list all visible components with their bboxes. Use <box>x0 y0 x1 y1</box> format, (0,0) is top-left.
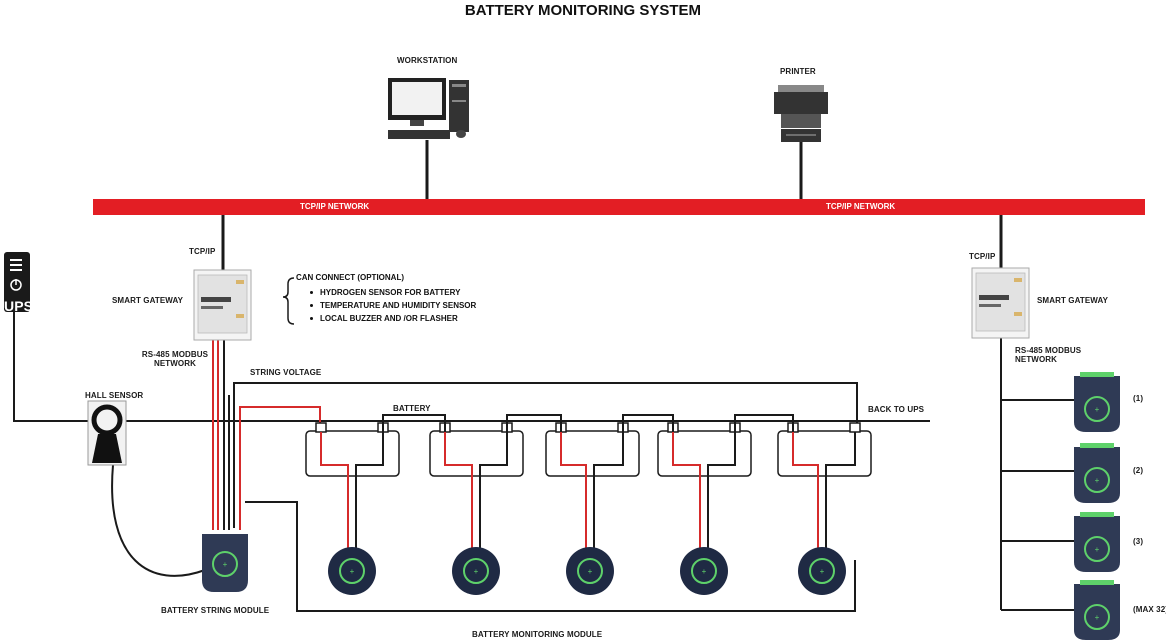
module-number-1: (1) <box>1133 394 1144 403</box>
battery-module-wires <box>320 414 856 548</box>
optional-connections: CAN CONNECT (OPTIONAL) HYDROGEN SENSOR F… <box>296 273 476 327</box>
workstation-label: WORKSTATION <box>397 56 458 65</box>
network-label-left: TCP/IP NETWORK <box>300 202 370 211</box>
hall-sensor-cable <box>111 464 206 577</box>
battery-string-module: + <box>202 534 248 592</box>
hall-sensor <box>87 400 127 466</box>
workstation-icon <box>388 78 469 139</box>
monitoring-module-3: + <box>566 547 614 595</box>
monitoring-module-1: + <box>328 547 376 595</box>
monitoring-module-5: + <box>798 547 846 595</box>
battery-group <box>305 422 872 477</box>
battery-label: BATTERY <box>393 404 431 413</box>
right-modbus-bus <box>1000 338 1075 611</box>
option-item: HYDROGEN SENSOR FOR BATTERY <box>309 288 476 297</box>
battery-3 <box>545 422 640 477</box>
monitoring-module-4: + <box>680 547 728 595</box>
string-voltage-label: STRING VOLTAGE <box>250 368 322 377</box>
monitoring-module-2: + <box>452 547 500 595</box>
svg-text:+: + <box>223 560 228 569</box>
right-modules: + + + + <box>1074 372 1120 640</box>
right-module-3: + <box>1074 512 1120 572</box>
svg-text:+: + <box>1095 613 1100 622</box>
right-gateway-tcp-label: TCP/IP <box>969 252 996 261</box>
module-number-3: (3) <box>1133 537 1144 546</box>
modbus-wire <box>212 340 321 530</box>
left-gateway-device <box>193 269 252 341</box>
right-modbus-label: RS-485 MODBUS NETWORK <box>1015 346 1081 364</box>
left-gateway-tcp-label: TCP/IP <box>189 247 216 256</box>
battery-2 <box>429 422 524 477</box>
right-module-2: + <box>1074 443 1120 503</box>
ups-icon <box>4 252 30 312</box>
back-to-ups-label: BACK TO UPS <box>868 405 925 414</box>
options-brace <box>282 277 295 325</box>
svg-text:+: + <box>1095 476 1100 485</box>
options-title: CAN CONNECT (OPTIONAL) <box>296 273 404 282</box>
right-modbus-line1: RS-485 MODBUS <box>1015 346 1082 355</box>
monitoring-bus <box>245 501 856 612</box>
left-gateway-name: SMART GATEWAY <box>112 296 184 305</box>
svg-text:+: + <box>1095 545 1100 554</box>
left-modbus-line1: RS-485 MODBUS <box>141 350 209 359</box>
svg-text:+: + <box>820 567 825 576</box>
option-item: TEMPERATURE AND HUMIDITY SENSOR <box>309 301 477 310</box>
tcp-ip-network-bar: TCP/IP NETWORK TCP/IP NETWORK <box>93 199 1145 215</box>
svg-text:+: + <box>1095 405 1100 414</box>
svg-text:+: + <box>474 567 479 576</box>
module-number-max: (MAX 32) <box>1133 605 1166 614</box>
hall-sensor-label: HALL SENSOR <box>85 391 144 400</box>
battery-5 <box>777 422 872 477</box>
battery-1 <box>305 422 400 477</box>
printer-icon <box>774 85 828 142</box>
ups-label: UPS <box>4 298 34 314</box>
svg-text:+: + <box>588 567 593 576</box>
svg-text:+: + <box>350 567 355 576</box>
left-modbus-label: RS-485 MODBUS NETWORK <box>140 350 210 368</box>
printer-label: PRINTER <box>780 67 816 76</box>
option-item: LOCAL BUZZER AND /OR FLASHER <box>309 314 476 323</box>
page-title: BATTERY MONITORING SYSTEM <box>464 2 702 19</box>
battery-4 <box>657 422 752 477</box>
monitoring-module-label: BATTERY MONITORING MODULE <box>472 630 603 639</box>
ups-power-line <box>13 312 930 422</box>
string-voltage-wire <box>233 382 858 528</box>
right-modbus-line2: NETWORK <box>1015 355 1058 364</box>
left-modbus-line2: NETWORK <box>153 359 197 368</box>
string-module-label: BATTERY STRING MODULE <box>161 606 270 615</box>
monitoring-modules: + + + + + <box>328 547 846 595</box>
network-label-right: TCP/IP NETWORK <box>826 202 896 211</box>
right-module-4: + <box>1074 580 1120 640</box>
right-gateway-device <box>971 267 1030 339</box>
module-number-2: (2) <box>1133 466 1144 475</box>
svg-text:+: + <box>702 567 707 576</box>
right-module-1: + <box>1074 372 1120 432</box>
right-gateway-name: SMART GATEWAY <box>1037 296 1109 305</box>
